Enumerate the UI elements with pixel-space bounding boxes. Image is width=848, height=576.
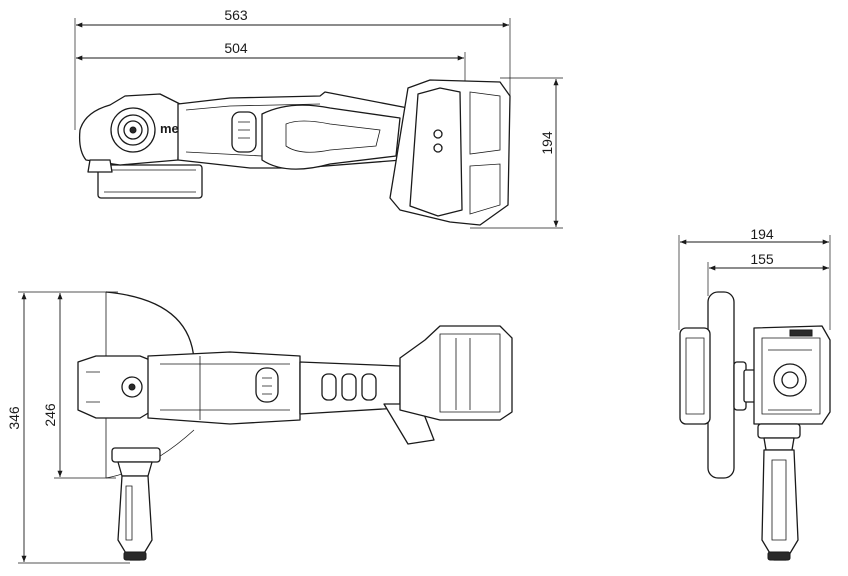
front-view: 346 246 [6,291,513,564]
dimension-label-504: 504 [224,40,248,56]
dimension-155: 155 [707,251,829,296]
auxiliary-handle-side [757,423,801,561]
dimension-label-246: 246 [42,403,58,427]
side-view: 194 155 [678,226,831,561]
dimension-label-194-side: 194 [750,226,774,242]
dimension-194-vertical: 194 [470,77,563,229]
dimension-label-563: 563 [224,7,248,23]
dimension-563: 563 [74,7,511,130]
dimension-label-194-top: 194 [539,131,555,155]
disc-edge [707,291,735,479]
auxiliary-handle-front [111,447,161,561]
dimension-label-155: 155 [750,251,774,267]
dimension-346: 346 [6,291,130,564]
dimension-194-horizontal: 194 [678,226,831,330]
grinder-side-profile: metabo [78,79,511,226]
top-view: 563 504 194 metabo [74,7,563,229]
dimension-504: 504 [76,40,466,82]
dimension-label-346: 346 [6,406,22,430]
